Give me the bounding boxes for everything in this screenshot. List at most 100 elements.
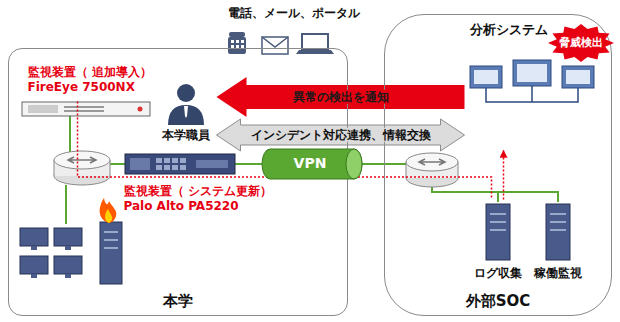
fireeye-appliance <box>28 105 58 113</box>
fireeye-appliance <box>22 102 150 116</box>
paloalto-appliance <box>196 160 228 168</box>
paloalto-appliance <box>172 158 178 163</box>
pc-icon <box>54 228 82 246</box>
paloalto-appliance <box>172 165 178 170</box>
paloalto-appliance <box>130 158 150 170</box>
node-text: 本学 <box>163 292 193 311</box>
staff-node: 本学職員 <box>158 80 214 144</box>
network-wire <box>235 163 262 165</box>
router-icon <box>406 153 458 171</box>
node-text: 監視装置（ 追加導入） <box>28 65 152 80</box>
paloalto-appliance <box>180 165 186 170</box>
mail-icon <box>262 37 288 47</box>
analysis-system: 分析システム <box>465 20 553 150</box>
node-text: 脅威検出 <box>559 36 603 50</box>
soc-region: 外部SOC 分析システム脅威検出ログ収集稼働監視 <box>384 14 612 316</box>
network-wire <box>432 186 558 202</box>
paloalto-appliance <box>156 158 162 163</box>
server-node: ログ収集 <box>470 200 526 282</box>
infected-server <box>100 198 117 223</box>
mail-icon <box>262 37 288 54</box>
edge-label: 異常の検出を通知 <box>290 90 392 104</box>
node-text: 外部SOC <box>466 292 531 311</box>
server-icon <box>550 214 566 230</box>
vpn-tunnel <box>346 149 362 179</box>
threat-burst: 脅威検出 <box>548 24 614 62</box>
exchange-arrow <box>217 119 465 151</box>
router-icon <box>419 159 445 165</box>
server-icon <box>546 204 570 260</box>
paloalto-appliance <box>125 154 235 174</box>
analysis-system-icon <box>470 66 502 88</box>
analysis-system-icon <box>517 64 547 82</box>
mail-icon <box>262 37 288 54</box>
infected-server <box>104 232 118 248</box>
staff-icon <box>177 84 195 102</box>
router-icon <box>406 153 458 187</box>
log-path <box>503 151 505 200</box>
fireeye-appliance <box>64 110 104 112</box>
network-wire <box>110 163 125 165</box>
laptop-icon <box>296 50 334 54</box>
vpn-cylinder: VPN <box>262 148 362 180</box>
node-text: VPN <box>294 155 327 173</box>
phone-icon <box>236 40 239 43</box>
pc-icon <box>54 256 82 274</box>
phone-icon <box>231 40 234 43</box>
analysis-system-icon <box>566 70 590 84</box>
network-wire <box>65 185 67 224</box>
infected-server <box>105 209 112 223</box>
fireeye-appliance <box>64 106 104 108</box>
pc-icon <box>20 256 48 274</box>
pc-icon <box>65 274 71 278</box>
router-icon <box>54 151 110 185</box>
server-icon <box>486 204 510 260</box>
analysis-system-icon <box>470 60 594 102</box>
paloalto-appliance <box>180 158 186 163</box>
node-text: 稼働監視 <box>534 266 582 281</box>
pc-icon <box>65 246 71 250</box>
server-node: 稼働監視 <box>530 200 586 282</box>
pc-icon <box>31 246 37 250</box>
laptop-icon <box>296 34 334 54</box>
network-wire <box>66 116 558 224</box>
paloalto-appliance <box>156 165 162 170</box>
paloalto-appliance <box>164 165 170 170</box>
fireeye-appliance <box>22 102 150 116</box>
node-text: ログ収集 <box>474 266 522 281</box>
fireeye-appliance <box>138 107 143 112</box>
campus-region: 本学 監視装置（ 追加導入）FireEye 7500NX 本学職員監視装置（ システ… <box>8 48 348 316</box>
network-wire <box>69 116 71 152</box>
server-icon <box>486 204 570 260</box>
pc-icon <box>31 274 37 278</box>
burst-shape <box>548 24 614 62</box>
phone-icon <box>229 32 245 37</box>
edge-label: インシデント対応連携、情報交換 <box>248 128 434 142</box>
pc-icon <box>20 228 48 246</box>
alert-arrow <box>217 77 465 117</box>
router-icon <box>68 157 96 163</box>
network-wire <box>497 192 499 202</box>
phone-icon <box>228 32 246 54</box>
node-text: Palo Alto PA5220 <box>124 199 239 214</box>
vpn-tunnel <box>262 149 362 179</box>
node-text: 監視装置（ システム更新） <box>124 184 272 199</box>
device-label: 監視装置（ システム更新）Palo Alto PA5220 <box>120 182 290 216</box>
channel-label: 電話、メール、ポータル <box>228 6 360 21</box>
analysis-system-icon <box>474 70 498 84</box>
paloalto-appliance <box>125 154 235 174</box>
phone-icon <box>241 40 244 43</box>
device-label: 監視装置（ 追加導入）FireEye 7500NX <box>24 64 174 100</box>
phone-icon <box>228 37 246 54</box>
node-text: 本学職員 <box>162 128 210 143</box>
staff-icon <box>168 105 204 125</box>
monitor-path <box>78 102 492 200</box>
server-icon <box>490 214 506 230</box>
infected-server <box>100 198 122 284</box>
router-icon <box>54 151 110 169</box>
pc-icon <box>20 228 82 278</box>
staff-icon <box>168 84 204 125</box>
analysis-system-icon <box>562 66 594 88</box>
node-text: FireEye 7500NX <box>28 80 135 95</box>
